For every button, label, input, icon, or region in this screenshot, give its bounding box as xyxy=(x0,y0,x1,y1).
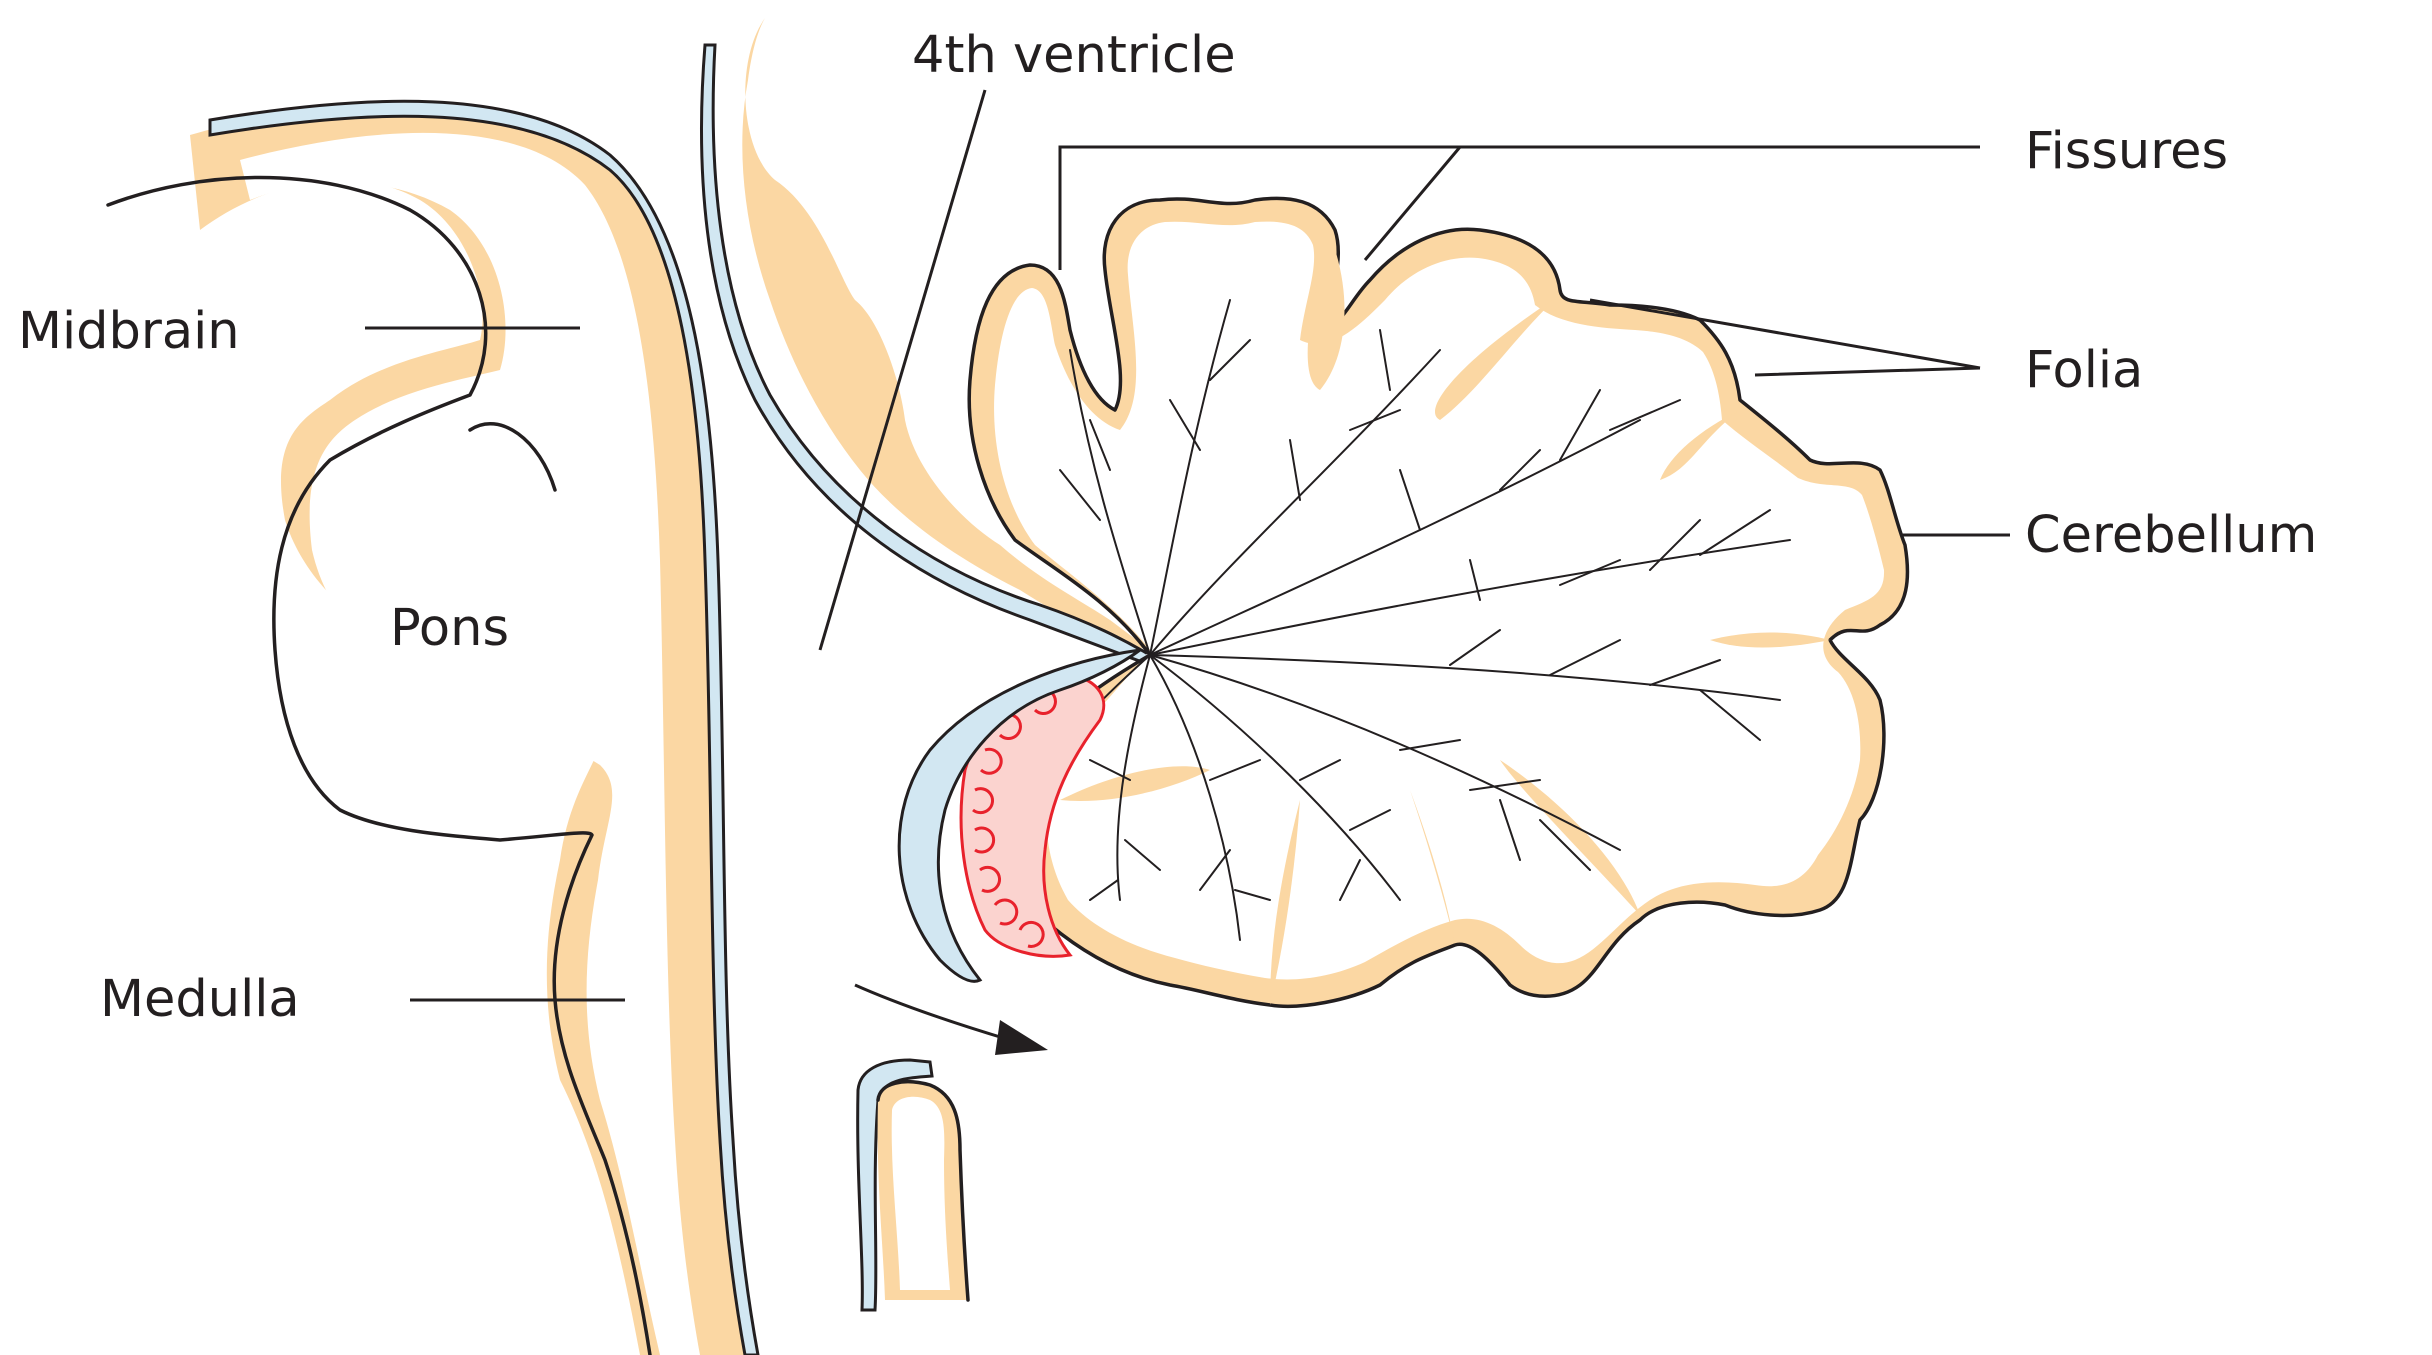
brainstem-core xyxy=(240,133,700,1355)
label-fissures: Fissures xyxy=(2025,122,2228,181)
arrow-head xyxy=(995,1020,1048,1055)
label-folia: Folia xyxy=(2025,341,2143,400)
brainstem xyxy=(108,101,758,1355)
label-midbrain: Midbrain xyxy=(18,302,240,361)
label-medulla: Medulla xyxy=(100,970,300,1029)
label-4th-ventricle: 4th ventricle xyxy=(912,26,1236,85)
label-pons: Pons xyxy=(390,599,509,658)
stub-core xyxy=(892,1097,950,1290)
central-canal-stub xyxy=(858,1060,968,1310)
arrow-shaft xyxy=(855,985,1010,1040)
label-cerebellum: Cerebellum xyxy=(2025,506,2317,565)
csf-flow-arrow xyxy=(855,985,1048,1055)
